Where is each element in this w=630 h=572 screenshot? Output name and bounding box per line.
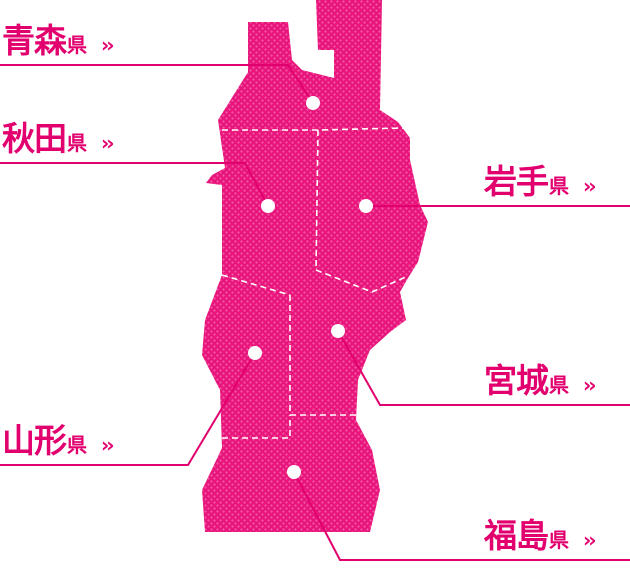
akita-chevron-icon: ›› [101, 131, 115, 155]
akita-suffix: 県 [67, 131, 87, 155]
aomori-marker [306, 96, 320, 110]
miyagi-link[interactable]: 宮城 県 ›› [484, 361, 597, 400]
leader-lines [0, 64, 630, 561]
region-shape [202, 0, 428, 532]
prefecture-boundaries [221, 127, 409, 439]
aomori-leader-line [0, 64, 314, 104]
iwate-name: 岩手 [484, 162, 549, 201]
aomori-chevron-icon: ›› [101, 33, 115, 57]
yamagata-suffix: 県 [67, 433, 87, 457]
akita-marker [261, 199, 275, 213]
fukushima-marker [287, 465, 301, 479]
miyagi-chevron-icon: ›› [583, 373, 597, 397]
fukushima-leader-line [293, 471, 630, 561]
yamagata-marker [248, 346, 262, 360]
fukushima-suffix: 県 [549, 528, 569, 552]
aomori-name: 青森 [2, 21, 67, 60]
aomori-suffix: 県 [67, 33, 87, 57]
fukushima-name: 福島 [484, 516, 549, 555]
iwate-chevron-icon: ›› [583, 174, 597, 198]
miyagi-name: 宮城 [484, 361, 549, 400]
fukushima-link[interactable]: 福島 県 ›› [484, 516, 597, 555]
akita-name: 秋田 [2, 119, 67, 158]
yamagata-chevron-icon: ›› [101, 433, 115, 457]
akita-leader-line [0, 162, 269, 207]
iwate-marker [359, 199, 373, 213]
miyagi-marker [331, 324, 345, 338]
yamagata-leader-line [0, 352, 256, 466]
iwate-link[interactable]: 岩手 県 ›› [484, 162, 597, 201]
yamagata-name: 山形 [2, 421, 67, 460]
iwate-suffix: 県 [549, 174, 569, 198]
aomori-link[interactable]: 青森 県 ›› [2, 21, 115, 60]
miyagi-leader-line [337, 330, 630, 406]
markers [248, 96, 373, 479]
yamagata-link[interactable]: 山形 県 ›› [2, 421, 115, 460]
akita-link[interactable]: 秋田 県 ›› [2, 119, 115, 158]
miyagi-suffix: 県 [549, 373, 569, 397]
fukushima-chevron-icon: ›› [583, 528, 597, 552]
